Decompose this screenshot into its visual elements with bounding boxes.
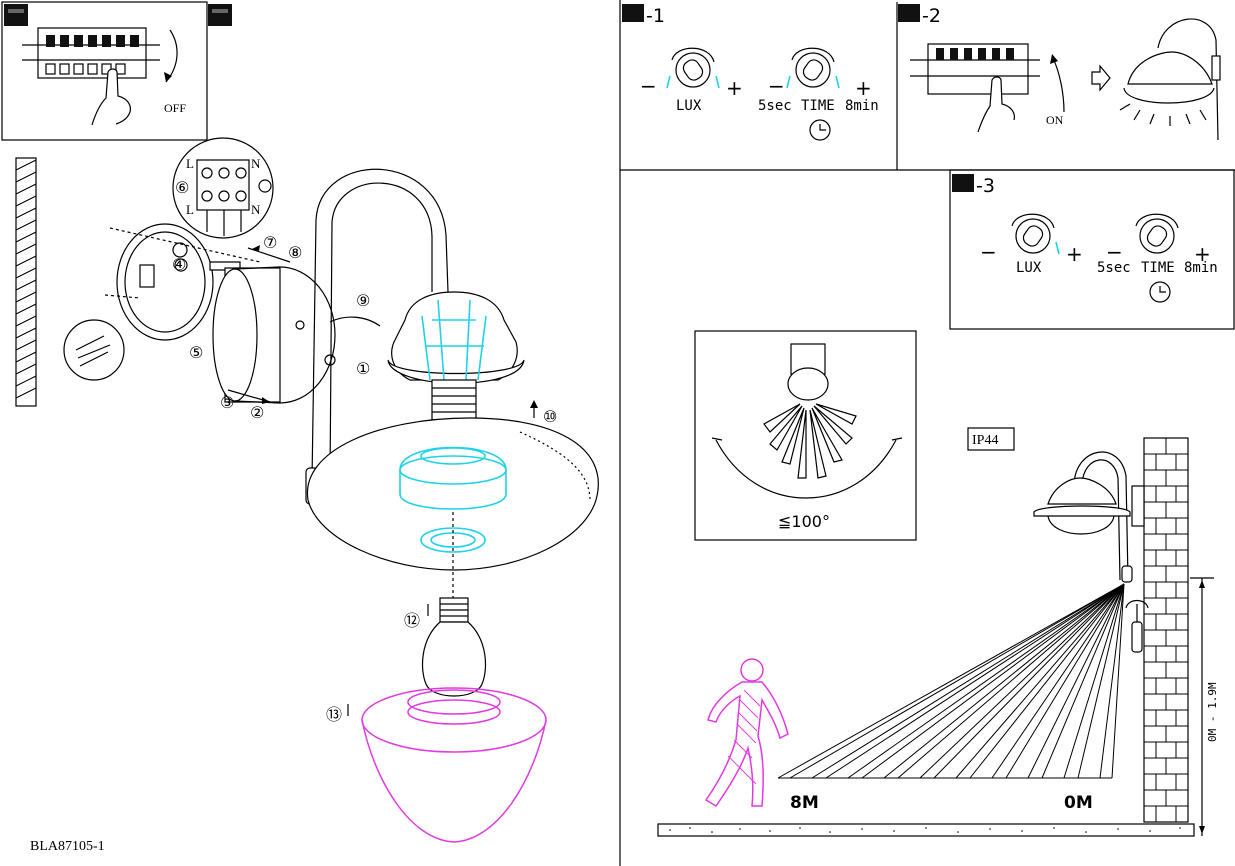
ground <box>657 823 1195 837</box>
wall-anchor-detail <box>63 319 125 381</box>
panel1-time-label: TIME <box>801 98 835 114</box>
step-number-7: ⑦ <box>263 233 277 252</box>
mount-height-label: 0M - 1.9M <box>1206 682 1219 742</box>
step-number-3: ③ <box>220 393 234 412</box>
detection-angle-diagram <box>711 343 903 499</box>
step-number-2: ② <box>250 403 264 422</box>
panel1-minus-lux: − <box>640 74 657 98</box>
step-tag-icons <box>4 4 974 192</box>
panel3-plus-time: + <box>1194 242 1211 266</box>
terminal-n-bottom: N <box>251 202 261 217</box>
step-number-13: ⑬ <box>326 705 342 724</box>
light-bulb <box>421 597 487 697</box>
detection-angle-label: ≦100° <box>778 512 830 531</box>
step-number-12: ⑫ <box>404 611 420 630</box>
step-number-5: ⑤ <box>189 343 203 362</box>
panel1-min-time: 5sec <box>758 98 792 114</box>
step-number-1: ① <box>356 359 370 378</box>
terminal-l-bottom: L <box>186 202 194 217</box>
panel3-plus-lux: + <box>1066 242 1083 266</box>
panel3-max-time: 8min <box>1184 260 1218 276</box>
dial-panel-1 <box>666 47 840 141</box>
panel1-lux-label: LUX <box>676 98 702 114</box>
ip-rating-label: IP44 <box>972 433 998 448</box>
step-number-9: ⑨ <box>356 291 370 310</box>
panel1-max-time: 8min <box>845 98 879 114</box>
range-near-label: 0M <box>1064 793 1093 813</box>
step-number-6: ⑥ <box>175 178 189 197</box>
step-tag-2: -2 <box>922 5 941 27</box>
terminal-n-top: N <box>251 156 261 171</box>
breaker-on-illustration <box>910 18 1221 141</box>
breaker-on-label: ON <box>1046 113 1064 127</box>
terminal-block-detail <box>172 137 274 239</box>
step-number-8: ⑧ <box>288 243 302 262</box>
panel1-plus-lux: + <box>726 76 743 100</box>
glass-diffuser <box>361 687 547 843</box>
breaker-off-illustration <box>22 27 178 126</box>
breaker-off-label: OFF <box>164 101 186 115</box>
terminal-l-top: L <box>186 156 194 171</box>
wall-mount-assembly <box>104 223 336 404</box>
panel3-minus-lux: − <box>980 240 997 264</box>
wall-lamp-right <box>1033 451 1145 583</box>
range-far-label: 8M <box>790 793 819 813</box>
step-tag-1: -1 <box>646 5 665 27</box>
dial-panel-3 <box>1011 213 1179 303</box>
panel3-time-label: TIME <box>1141 260 1175 276</box>
panel3-minus-time: − <box>1106 240 1123 264</box>
panel3-min-time: 5sec <box>1097 260 1131 276</box>
socket-holder <box>399 446 507 598</box>
screwdriver-icon <box>1125 599 1149 653</box>
lamp-shade <box>306 417 599 571</box>
panel1-minus-time: − <box>768 74 785 98</box>
panel1-plus-time: + <box>855 76 872 100</box>
person-figure <box>704 658 789 808</box>
lamp-housing <box>387 291 525 421</box>
height-dimension <box>1190 577 1214 836</box>
model-code: BLA87105-1 <box>30 839 105 854</box>
step-number-10: ⑩ <box>543 407 557 426</box>
detection-zone-beams <box>777 583 1125 779</box>
step-number-4: ④ <box>172 255 186 274</box>
step-tag-3: -3 <box>976 175 995 197</box>
brick-wall <box>1143 437 1189 823</box>
wall-hatch <box>15 157 37 407</box>
panel3-lux-label: LUX <box>1016 260 1042 276</box>
